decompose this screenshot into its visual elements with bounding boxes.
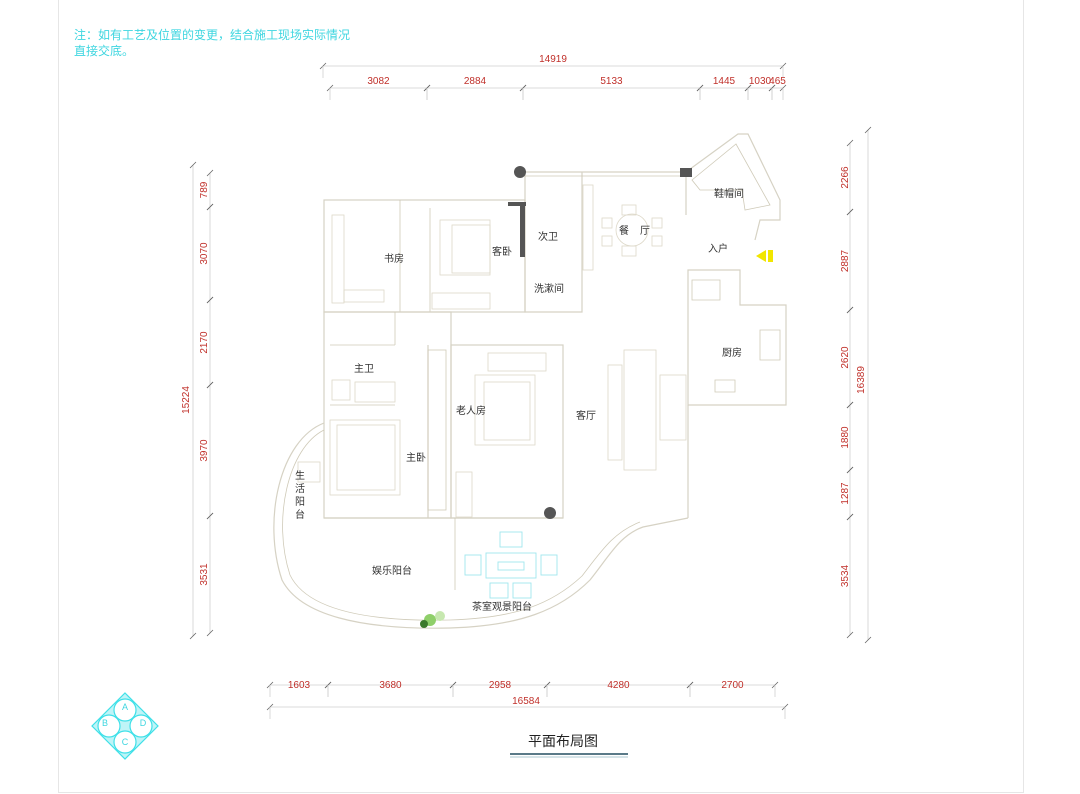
dimension-label: 3680 [379, 680, 402, 691]
dimension-label: 2884 [464, 76, 487, 87]
construction-note: 注：如有工艺及位置的变更，结合施工现场实际情况 直接交底。 [74, 27, 350, 59]
dimension-label: 2170 [199, 331, 210, 354]
dimension-tick [846, 513, 854, 521]
dimension-label: 2700 [721, 680, 744, 691]
plant-icon [420, 611, 445, 628]
drawing-title: 平面布局图 [528, 734, 598, 750]
label-utility-balcony-4: 台 [295, 508, 305, 521]
label-master-bedroom: 主卧 [406, 451, 426, 464]
compass-c: C [122, 737, 129, 747]
dimension-label: 2266 [840, 166, 851, 189]
entry-arrow-bar [768, 250, 773, 262]
column-square [680, 168, 692, 177]
dimension-label: 5133 [600, 76, 623, 87]
note-line-2: 直接交底。 [74, 44, 135, 58]
room-labels: 书房 客卧 次卫 洗漱间 餐 厅 入户 鞋帽间 厨房 主卫 老人房 客厅 主卧 … [295, 187, 744, 613]
label-wash-room: 洗漱间 [534, 282, 564, 295]
dimension-tick [206, 203, 214, 211]
dimension-tick [189, 161, 197, 169]
dimension-label: 3534 [840, 564, 851, 587]
dimension-label: 465 [769, 76, 786, 87]
walls [273, 133, 787, 629]
dimension-tick [846, 139, 854, 147]
dimension-tick [864, 126, 872, 134]
label-dining-1: 餐 [619, 224, 629, 237]
dimension-label: 15224 [181, 386, 192, 414]
label-entrance: 入户 [708, 242, 728, 255]
label-master-bath: 主卫 [354, 363, 374, 375]
note-line-1: 注：如有工艺及位置的变更，结合施工现场实际情况 [74, 28, 351, 42]
furniture [297, 184, 687, 518]
dimension-label: 16584 [512, 696, 540, 707]
label-kitchen: 厨房 [722, 346, 742, 359]
dimension-label: 2958 [489, 680, 512, 691]
dimension-label: 1880 [840, 426, 851, 449]
master-block [323, 311, 452, 519]
label-tea-balcony: 茶室观景阳台 [472, 600, 532, 613]
dimension-label: 3082 [367, 76, 390, 87]
structural-columns [508, 166, 692, 519]
label-second-bath: 次卫 [538, 230, 558, 243]
entry-arrow-icon [756, 250, 766, 262]
compass-d: D [140, 718, 147, 728]
dimension-tick [864, 636, 872, 644]
dimension-tick [206, 169, 214, 177]
title-underline [510, 753, 628, 755]
dimension-label: 3070 [199, 242, 210, 265]
label-cloakroom: 鞋帽间 [714, 187, 744, 200]
dimension-label: 789 [199, 181, 210, 198]
dimension-label: 4280 [607, 680, 630, 691]
dimension-tick [206, 629, 214, 637]
compass-icon [91, 692, 159, 760]
dimension-label: 1445 [713, 76, 736, 87]
dimension-label: 3970 [199, 439, 210, 462]
label-elder-room: 老人房 [456, 404, 486, 417]
drawing-frame [58, 0, 1024, 793]
dimension-tick [206, 296, 214, 304]
dimension-label: 1030 [749, 76, 772, 87]
dimension-tick [846, 631, 854, 639]
dimension-tick [846, 401, 854, 409]
dimension-label: 16389 [856, 366, 867, 394]
dimension-label: 2887 [840, 249, 851, 272]
column-round [544, 507, 556, 519]
dimension-label: 3531 [199, 563, 210, 586]
label-guest-bedroom: 客卧 [492, 245, 512, 258]
label-utility-balcony-1: 生 [295, 469, 305, 482]
compass-a: A [122, 702, 128, 712]
dimension-label: 1287 [840, 482, 851, 505]
dimension-tick [846, 306, 854, 314]
column-round [514, 166, 526, 178]
label-dining-2: 厅 [640, 226, 650, 237]
dimension-tick [846, 208, 854, 216]
dimension-label: 2620 [840, 346, 851, 369]
tea-table-set [464, 531, 558, 599]
dimension-label: 1603 [288, 680, 311, 691]
label-utility-balcony-3: 阳 [295, 496, 305, 508]
dimension-tick [846, 466, 854, 474]
dimension-label: 14919 [539, 54, 567, 65]
label-utility-balcony-2: 活 [295, 483, 305, 495]
label-entertainment-balcony: 娱乐阳台 [372, 564, 412, 577]
dimension-tick [189, 632, 197, 640]
label-living-room: 客厅 [576, 409, 596, 422]
compass-b: B [102, 718, 108, 728]
dimension-tick [206, 512, 214, 520]
dimension-tick [206, 381, 214, 389]
label-study: 书房 [384, 252, 404, 265]
